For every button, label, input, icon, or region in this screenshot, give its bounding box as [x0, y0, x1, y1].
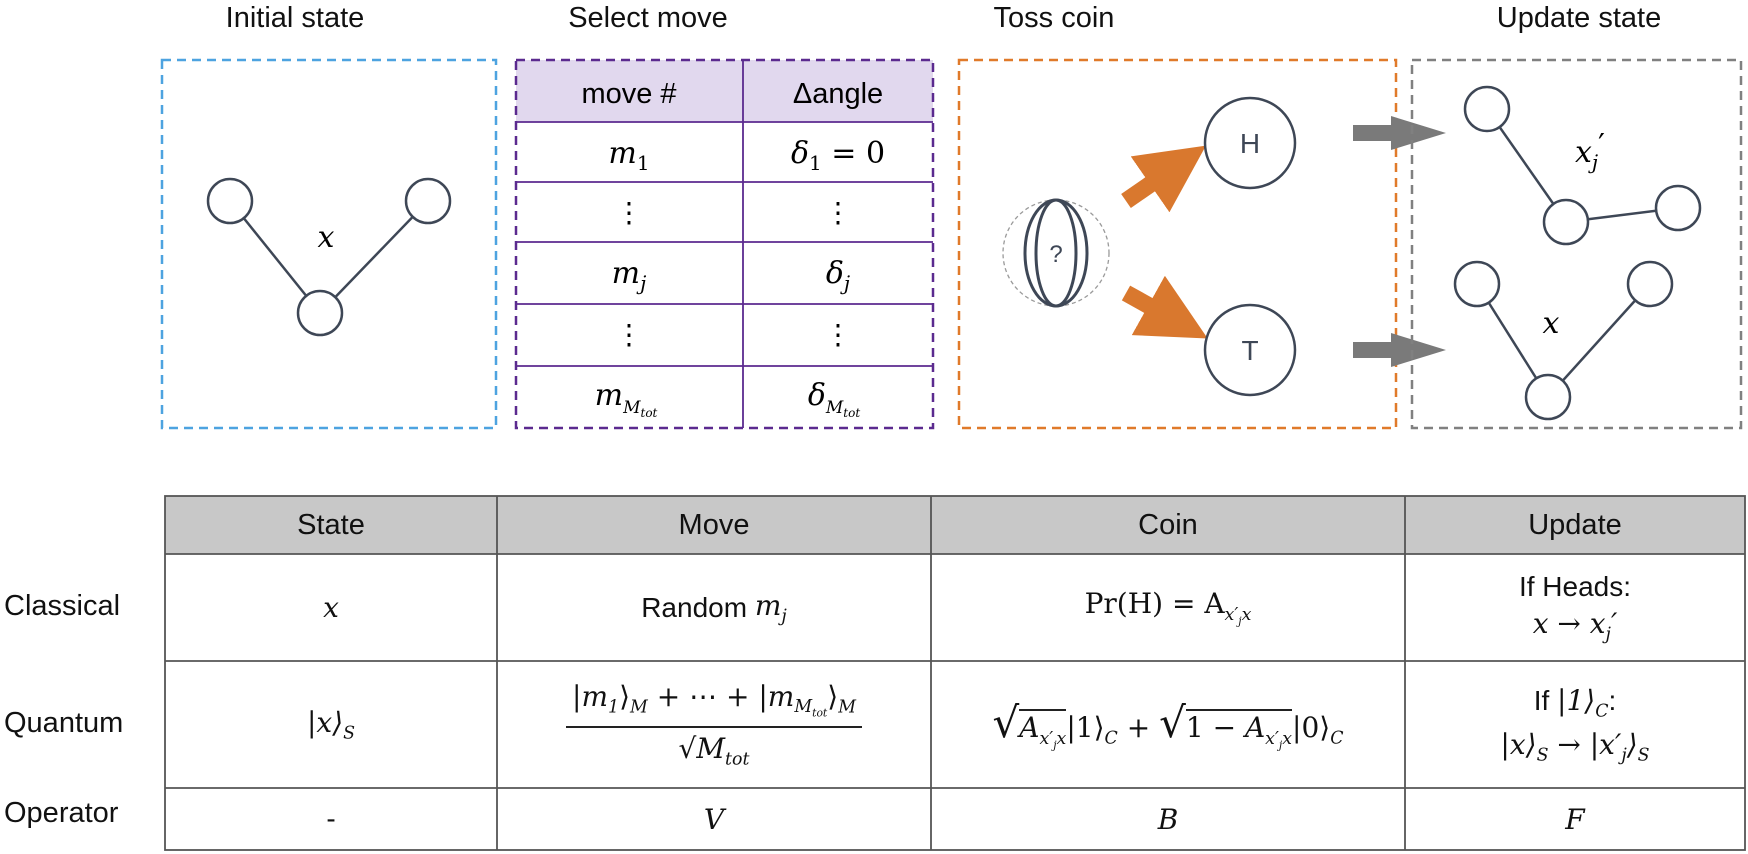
tails-node — [1203, 303, 1297, 397]
update-state-panel — [1410, 58, 1743, 430]
select-cell-d1: δ1 = 0 — [791, 136, 885, 175]
quantum-update-line2: |x⟩S → |x′j⟩S — [1500, 727, 1650, 766]
select-cell-vdots-1a: ⋮ — [615, 197, 643, 228]
summary-header-state: State — [297, 508, 365, 541]
select-cell-vdots-2a: ⋮ — [615, 319, 643, 350]
quantum-move-fraction: |m1⟩M + ⋯ + |mMtot⟩M √Mtot — [566, 680, 862, 769]
quantum-coin-value: √Ax′jx|1⟩C + √1 − Ax′jx|0⟩C — [992, 697, 1344, 752]
classical-move: Random mj — [641, 588, 787, 627]
quantum-coin: √Ax′jx|1⟩C + √1 − Ax′jx|0⟩C — [931, 661, 1405, 788]
select-cell-vdots-2b: ⋮ — [824, 319, 852, 350]
select-move-title: Select move — [568, 2, 728, 34]
heads-node — [1203, 96, 1297, 190]
select-move-panel — [514, 58, 935, 430]
quantum-state: |x⟩S — [165, 661, 497, 788]
heads-label: H — [1240, 128, 1260, 159]
initial-state-title: Initial state — [225, 2, 365, 34]
toss-coin-panel — [957, 58, 1398, 430]
select-cell-vdots-1b: ⋮ — [824, 197, 852, 228]
quantum-move: |m1⟩M + ⋯ + |mMtot⟩M √Mtot — [497, 661, 931, 788]
classical-state: x — [165, 554, 497, 661]
operator-move: V — [703, 802, 725, 836]
initial-state-label: x — [318, 220, 335, 255]
select-header-angle: Δangle — [793, 78, 883, 110]
gray-arrow-heads — [1353, 116, 1446, 150]
diagram-svg: x move # Δangle m1 δ1 = 0 ⋮ ⋮ mj δj ⋮ ⋮ … — [160, 58, 1743, 430]
gray-arrow-tails — [1353, 333, 1446, 367]
select-cell-m1: m1 — [608, 136, 649, 175]
original-state-label: x — [1543, 306, 1560, 341]
tails-label: T — [1241, 335, 1258, 366]
classical-state-value: x — [323, 591, 339, 624]
select-header-move: move # — [581, 78, 676, 110]
quantum-state-value: |x⟩S — [306, 705, 356, 744]
quantum-update: If |1⟩C: |x⟩S → |x′j⟩S — [1405, 661, 1745, 788]
row-label-classical: Classical — [4, 590, 121, 622]
row-label-quantum: Quantum — [4, 707, 124, 739]
select-cell-mj: mj — [612, 256, 647, 295]
coin-icon: ? — [1002, 198, 1110, 308]
classical-update: If Heads: x → xj′ — [1405, 554, 1745, 661]
initial-molecule — [206, 177, 452, 337]
operator-state: - — [326, 803, 336, 834]
toss-coin-title: Toss coin — [993, 2, 1115, 34]
classical-move-text: Random — [641, 591, 755, 623]
classical-update-line1: If Heads: — [1518, 570, 1632, 602]
summary-header-update: Update — [1528, 508, 1622, 541]
updated-state-label: xj′ — [1575, 128, 1605, 174]
select-header-bg — [516, 60, 933, 122]
updated-molecule — [1463, 85, 1702, 246]
summary-header-coin: Coin — [1138, 508, 1198, 541]
arrow-to-heads — [1121, 145, 1206, 213]
summary-header-move: Move — [678, 508, 750, 541]
operator-coin: B — [1157, 802, 1179, 836]
row-label-operator: Operator — [4, 797, 119, 829]
classical-update-line2: x → xj′ — [1532, 607, 1618, 645]
initial-state-panel — [160, 58, 498, 430]
classical-coin-value: Pr(H) = Ax′jx — [1084, 587, 1252, 628]
operator-update: F — [1565, 802, 1585, 836]
classical-coin: Pr(H) = Ax′jx — [931, 554, 1405, 661]
select-table-grid — [516, 60, 933, 428]
quantum-update-line1: If |1⟩C: — [1533, 683, 1617, 722]
select-cell-dj: δj — [826, 256, 850, 295]
original-molecule — [1453, 260, 1674, 421]
select-cell-dtot: δMtot — [808, 378, 861, 420]
coin-symbol: ? — [1049, 241, 1062, 268]
select-cell-mtot: mMtot — [595, 378, 658, 420]
arrow-to-tails — [1121, 275, 1208, 339]
update-state-title: Update state — [1496, 2, 1662, 34]
